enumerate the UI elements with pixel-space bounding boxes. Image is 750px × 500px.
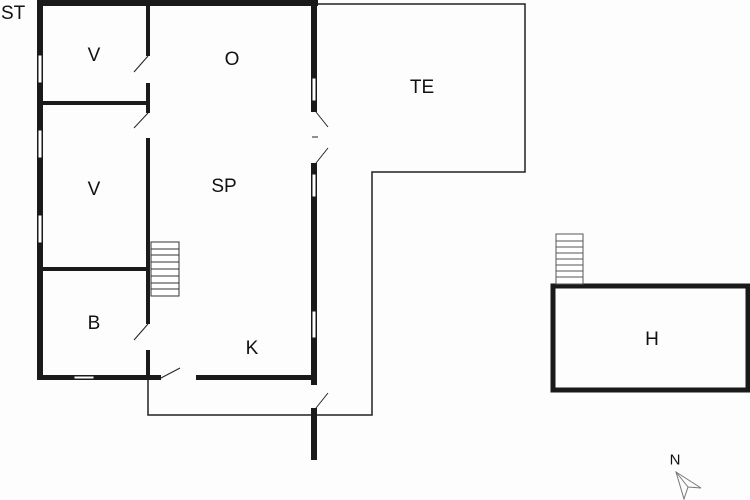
north-arrow-icon <box>675 470 702 500</box>
label-room-k: K <box>245 338 259 359</box>
annex-stairs-icon <box>555 233 584 285</box>
label-room-o: O <box>224 49 240 70</box>
label-st: ST <box>1 3 26 24</box>
label-room-v2: V <box>87 179 101 200</box>
label-room-v1: V <box>87 45 101 66</box>
label-terrace-te: TE <box>409 77 435 98</box>
terrace-outline <box>147 3 526 416</box>
label-room-b: B <box>87 313 101 334</box>
annex-walls <box>550 283 750 393</box>
label-north: N <box>669 451 681 469</box>
label-room-sp: SP <box>211 176 237 197</box>
door-swings <box>133 55 329 409</box>
stairs-icon <box>150 241 180 297</box>
house-walls <box>37 0 318 460</box>
label-annex-h: H <box>645 329 659 350</box>
windows <box>37 54 317 380</box>
